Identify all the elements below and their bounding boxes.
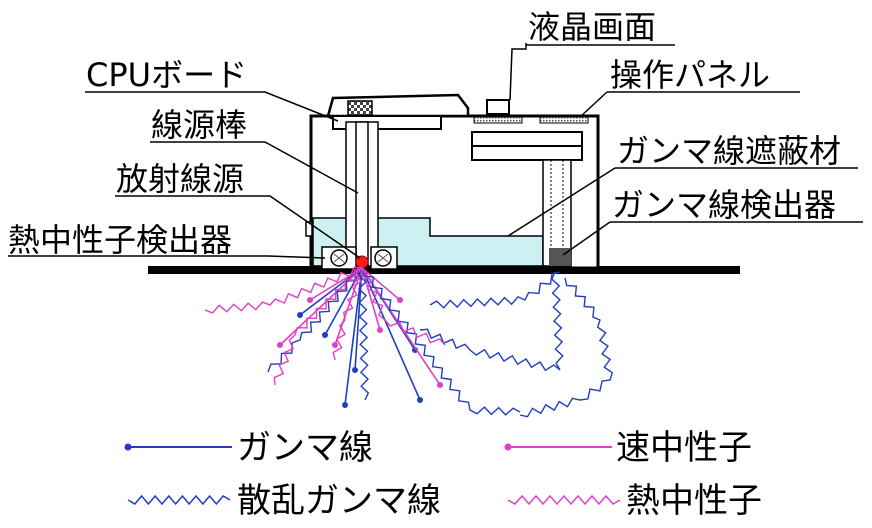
legend-scattered-gamma-line — [127, 494, 231, 506]
gamma-detector — [549, 248, 571, 266]
label-gamma-detector: ガンマ線検出器 — [612, 186, 836, 224]
legend-scattered-gamma: 散乱ガンマ線 — [237, 481, 441, 521]
gamma-ray-3 — [344, 267, 363, 406]
rod-handle — [347, 100, 373, 116]
scattered-gamma-1 — [419, 271, 564, 372]
fast-neutron-2 — [334, 267, 363, 346]
fast-neutron-end-3 — [377, 327, 383, 333]
fast-neutron-end-5 — [397, 297, 403, 303]
gamma-ray-end-1 — [322, 332, 328, 338]
thermal-neutron-2 — [360, 267, 446, 346]
legend-thermal-neutron-line — [507, 494, 621, 506]
gamma-ray-end-4 — [417, 397, 423, 403]
source-rod — [355, 121, 369, 267]
gamma-ray-end-0 — [297, 312, 303, 318]
legend-gamma-ray: ガンマ線 — [237, 428, 373, 468]
scattered-gamma-2 — [429, 271, 561, 309]
scattered-gamma-0 — [361, 267, 521, 416]
gamma-ray-end-2 — [352, 367, 358, 373]
label-cpu-board: CPUボード — [86, 56, 247, 94]
ground-surface — [148, 266, 740, 274]
fast-neutron-end-1 — [277, 342, 283, 348]
scattered-gamma-3 — [357, 267, 370, 401]
gamma-ray-4 — [361, 267, 421, 401]
radiation-source-dot — [355, 255, 369, 269]
label-control-panel: 操作パネル — [610, 56, 770, 94]
fast-neutron-end-2 — [332, 342, 338, 348]
internal-board-1 — [471, 131, 583, 147]
internal-board-2 — [471, 145, 583, 161]
label-radiation-source: 放射線源 — [116, 160, 244, 198]
fast-neutron-3 — [361, 267, 381, 331]
thermal-neutron-1 — [332, 267, 363, 361]
fast-neutron-0 — [309, 267, 363, 301]
label-lcd-screen: 液晶画面 — [528, 8, 656, 46]
fast-neutron-end-0 — [307, 297, 313, 303]
fast-neutron-end-4 — [437, 382, 443, 388]
fast-neutron-5 — [361, 267, 401, 301]
control-panel-strip — [539, 116, 589, 124]
legend: ガンマ線 速中性子 散乱ガンマ線 熱中性子 — [124, 428, 762, 521]
legend-fast-neutron: 速中性子 — [616, 428, 752, 468]
thermal-neutron-0 — [204, 266, 363, 314]
label-gamma-shield: ガンマ線遮蔽材 — [617, 132, 841, 170]
thermal-neutron-3 — [273, 267, 363, 386]
label-thermal-neutron-detector: 熱中性子検出器 — [8, 221, 232, 259]
legend-thermal-neutron: 熱中性子 — [626, 481, 762, 521]
label-source-rod: 線源棒 — [151, 106, 247, 144]
lcd-screen-box — [486, 99, 510, 115]
lcd-strip — [473, 116, 523, 124]
gamma-ray-2 — [354, 267, 363, 371]
scattered-gamma-4 — [519, 277, 614, 418]
gamma-ray-0 — [299, 267, 363, 316]
gamma-ray-end-3 — [342, 402, 348, 408]
